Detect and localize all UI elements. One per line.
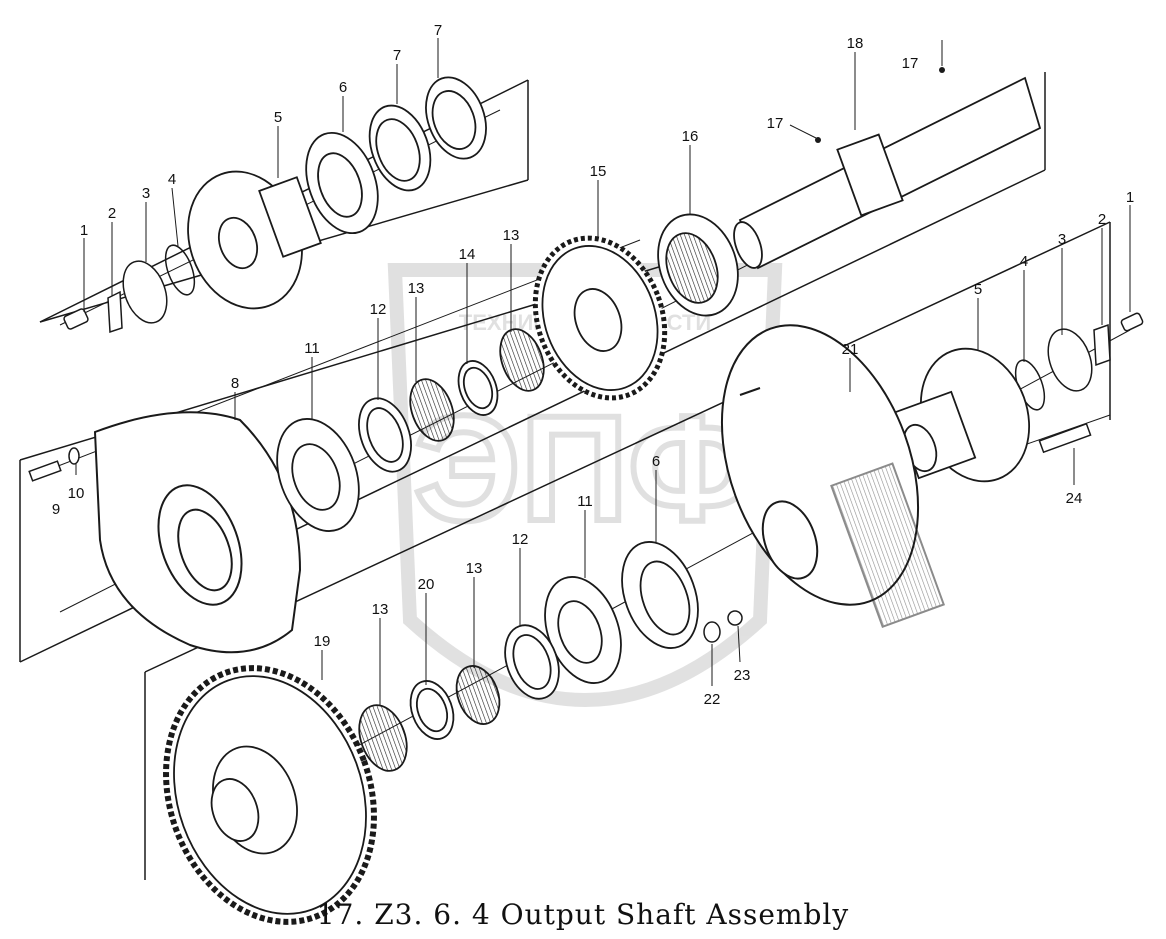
callout-6: 6 bbox=[339, 79, 347, 96]
part-seal-6b bbox=[621, 541, 699, 649]
callout-17: 17 bbox=[767, 115, 784, 132]
part-plug-22 bbox=[703, 621, 721, 643]
callout-7: 7 bbox=[434, 22, 442, 39]
part-ring-14 bbox=[457, 360, 499, 416]
part-washer-10 bbox=[68, 447, 80, 465]
part-bearing-16 bbox=[657, 213, 739, 317]
leader-lines bbox=[75, 38, 1131, 706]
part-bearing-11a bbox=[276, 418, 360, 532]
part-flange-5b bbox=[893, 347, 1031, 483]
callout-1: 1 bbox=[1126, 189, 1134, 206]
callout-20: 20 bbox=[418, 576, 435, 593]
part-seal-6a bbox=[305, 131, 379, 235]
callout-7: 7 bbox=[393, 47, 401, 64]
part-gear-19 bbox=[163, 665, 377, 925]
callout-10: 10 bbox=[68, 485, 85, 502]
callout-22: 22 bbox=[704, 691, 721, 708]
callout-14: 14 bbox=[459, 246, 476, 263]
callout-5: 5 bbox=[274, 109, 282, 126]
callout-21: 21 bbox=[842, 341, 859, 358]
callout-13: 13 bbox=[503, 227, 520, 244]
part-bearing-11b bbox=[544, 576, 622, 684]
part-needle-bearing-13c bbox=[455, 665, 501, 725]
part-needle-bearing-13a bbox=[409, 378, 455, 442]
callout-3: 3 bbox=[142, 185, 150, 202]
part-ring-20 bbox=[409, 680, 455, 740]
part-lock-plate-2b bbox=[1093, 323, 1111, 367]
part-ring-12a bbox=[358, 397, 412, 473]
callout-23: 23 bbox=[734, 667, 751, 684]
part-flange-5a bbox=[187, 170, 322, 310]
callout-1: 1 bbox=[80, 222, 88, 239]
part-spacer-7a bbox=[368, 104, 432, 192]
callout-18: 18 bbox=[847, 35, 864, 52]
part-cover-3a bbox=[122, 260, 168, 324]
callout-5: 5 bbox=[974, 281, 982, 298]
part-oring-4a bbox=[164, 244, 196, 296]
callout-6: 6 bbox=[652, 453, 660, 470]
frame-bottom bbox=[144, 221, 1111, 880]
callout-3: 3 bbox=[1058, 231, 1066, 248]
callout-12: 12 bbox=[370, 301, 387, 318]
callout-11: 11 bbox=[577, 493, 593, 510]
part-shaft-18 bbox=[733, 76, 1042, 270]
callout-8: 8 bbox=[231, 375, 239, 392]
part-ring-12b bbox=[504, 624, 560, 700]
callout-2: 2 bbox=[108, 205, 116, 222]
part-cover-3b bbox=[1047, 328, 1093, 392]
part-bolt-1a bbox=[63, 308, 89, 330]
callout-9: 9 bbox=[52, 501, 60, 518]
callout-labels: 1 2 3 4 5 6 7 7 1 2 3 4 5 6 8 9 10 11 11… bbox=[52, 22, 1134, 708]
callout-4: 4 bbox=[1020, 253, 1028, 270]
part-ball-23 bbox=[727, 610, 743, 626]
callout-15: 15 bbox=[590, 163, 607, 180]
callout-13: 13 bbox=[372, 601, 389, 618]
callout-24: 24 bbox=[1066, 490, 1083, 507]
callout-4: 4 bbox=[168, 171, 176, 188]
part-needle-bearing-13d bbox=[358, 704, 408, 772]
part-bolt-9 bbox=[28, 460, 62, 482]
callout-2: 2 bbox=[1098, 211, 1106, 228]
callout-11: 11 bbox=[304, 340, 320, 357]
callout-12: 12 bbox=[512, 531, 529, 548]
part-pin-17 bbox=[815, 67, 945, 143]
part-housing-8 bbox=[93, 411, 302, 654]
callout-13: 13 bbox=[408, 280, 425, 297]
part-bolt-1b bbox=[1120, 312, 1144, 332]
part-bolt-24 bbox=[1038, 422, 1092, 454]
callout-19: 19 bbox=[314, 633, 331, 650]
part-gear-15 bbox=[532, 235, 668, 401]
part-lock-plate-2a bbox=[107, 290, 123, 334]
part-drum-21 bbox=[720, 324, 946, 629]
figure-caption: 17. Z3. 6. 4 Output Shaft Assembly bbox=[316, 898, 850, 931]
callout-13: 13 bbox=[466, 560, 483, 577]
callout-16: 16 bbox=[682, 128, 699, 145]
part-spacer-7b bbox=[425, 76, 487, 160]
callout-17: 17 bbox=[902, 55, 919, 72]
